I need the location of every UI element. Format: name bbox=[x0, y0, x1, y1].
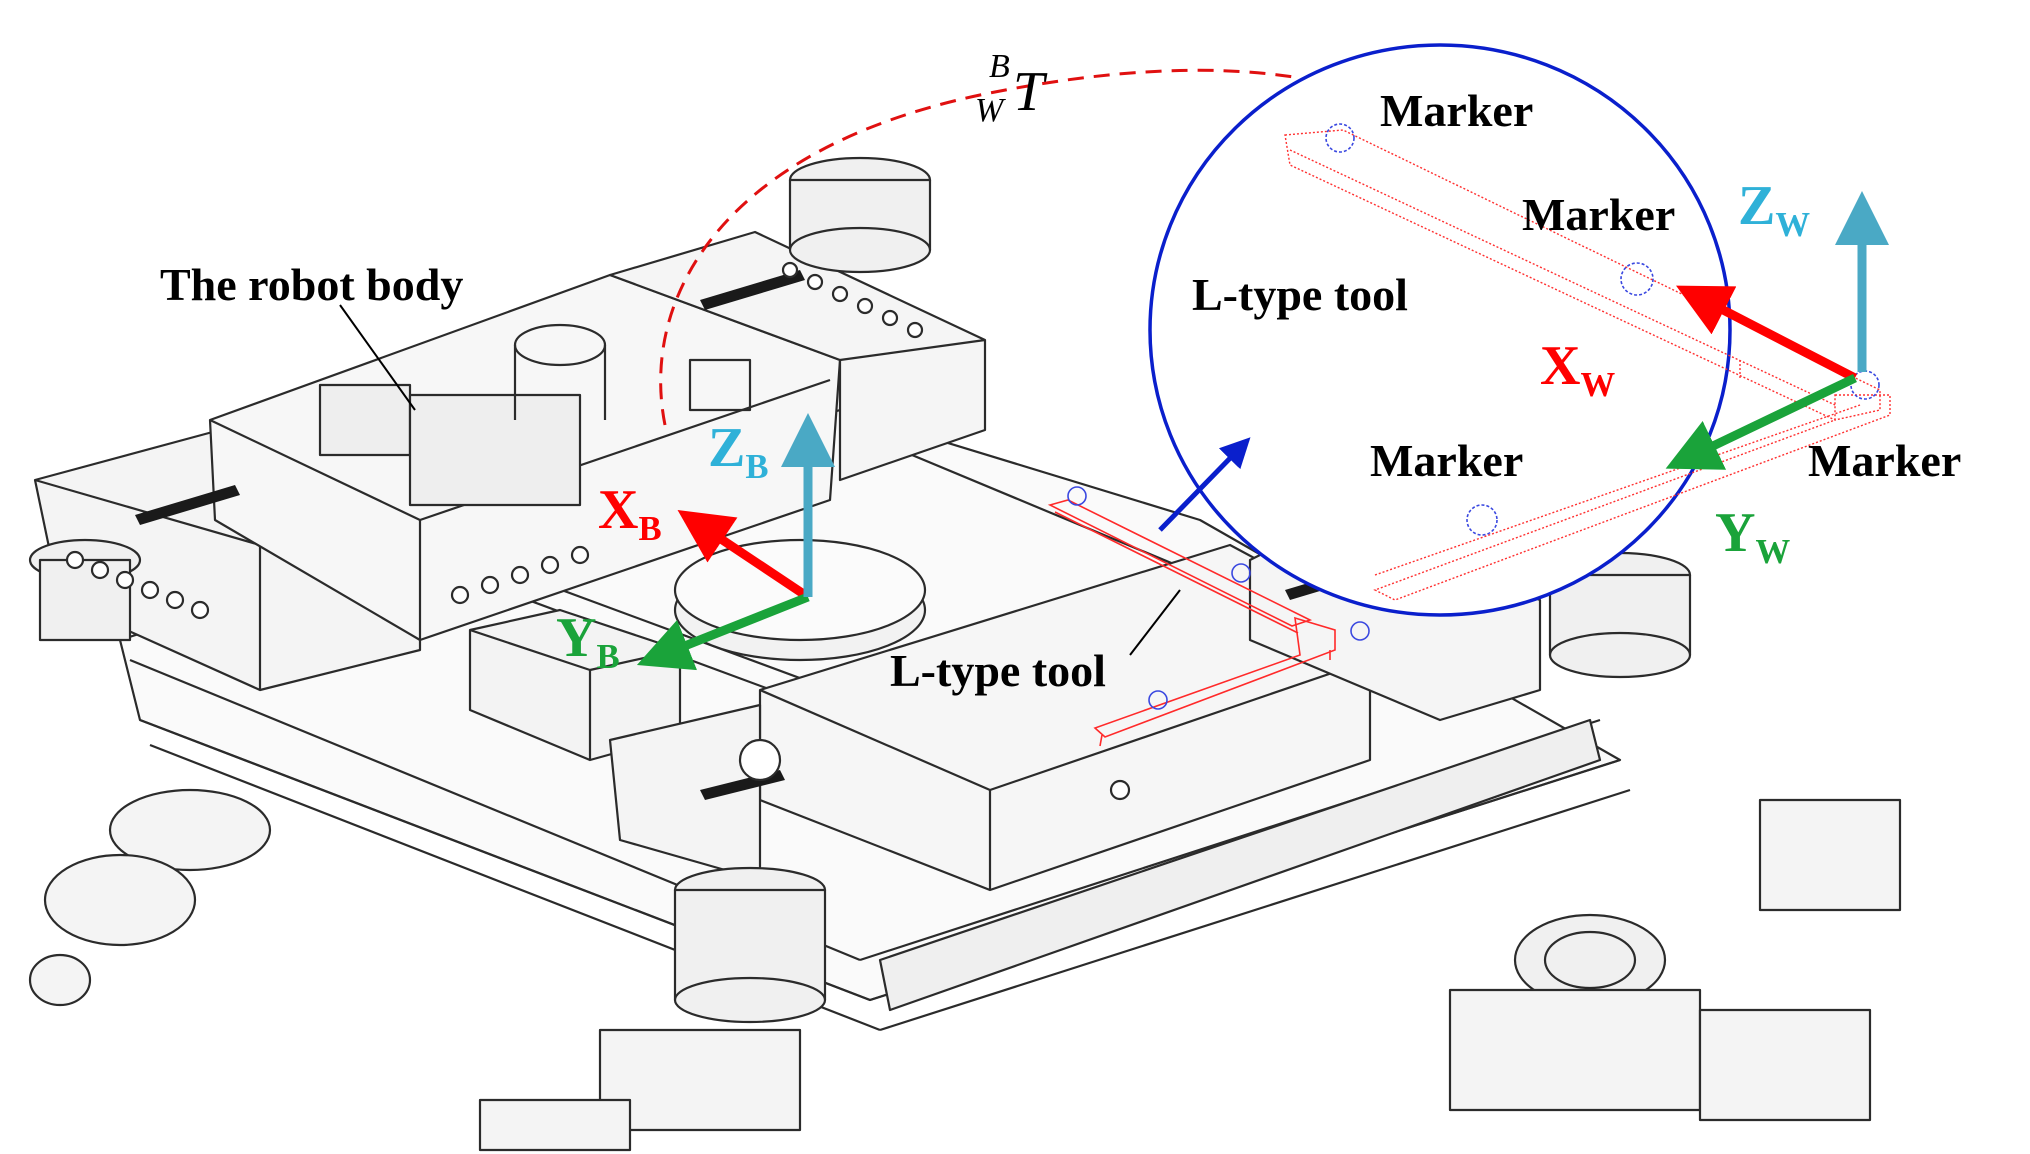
transform-sup: B bbox=[989, 48, 1010, 85]
marker-label-right: Marker bbox=[1808, 435, 1962, 486]
xb-axis-arrow bbox=[677, 510, 811, 601]
zb-label: ZB bbox=[708, 417, 769, 487]
marker-label-left: Marker bbox=[1370, 435, 1524, 486]
l-type-tool-zoom-label: L-type tool bbox=[1192, 269, 1408, 320]
xb-label: XB bbox=[598, 479, 662, 549]
robot-chassis bbox=[28, 156, 1902, 1152]
l-type-tool-label: L-type tool bbox=[890, 645, 1106, 696]
tool-leader bbox=[1129, 589, 1181, 656]
zw-label: ZW bbox=[1738, 175, 1811, 245]
yb-label: YB bbox=[556, 607, 620, 677]
transform-curve bbox=[659, 68, 1301, 426]
zoom-pointer-arrow bbox=[1158, 437, 1251, 532]
transform-base: T bbox=[1013, 61, 1045, 123]
markers-on-robot bbox=[1067, 486, 1370, 710]
marker-label-middle: Marker bbox=[1522, 189, 1676, 240]
transform-sub: W bbox=[975, 92, 1004, 129]
yw-axis-arrow bbox=[1665, 373, 1857, 470]
l-type-tool-on-robot bbox=[1047, 499, 1336, 747]
robot-body-leader bbox=[339, 304, 416, 411]
yb-axis-arrow bbox=[636, 592, 810, 671]
xw-axis-arrow bbox=[1676, 285, 1858, 382]
xw-label: XW bbox=[1540, 335, 1616, 405]
yw-label: YW bbox=[1715, 502, 1791, 572]
robot-body-label: The robot body bbox=[160, 259, 464, 310]
marker-label-top: Marker bbox=[1380, 85, 1534, 136]
l-type-tool-zoomed bbox=[1284, 129, 1891, 601]
